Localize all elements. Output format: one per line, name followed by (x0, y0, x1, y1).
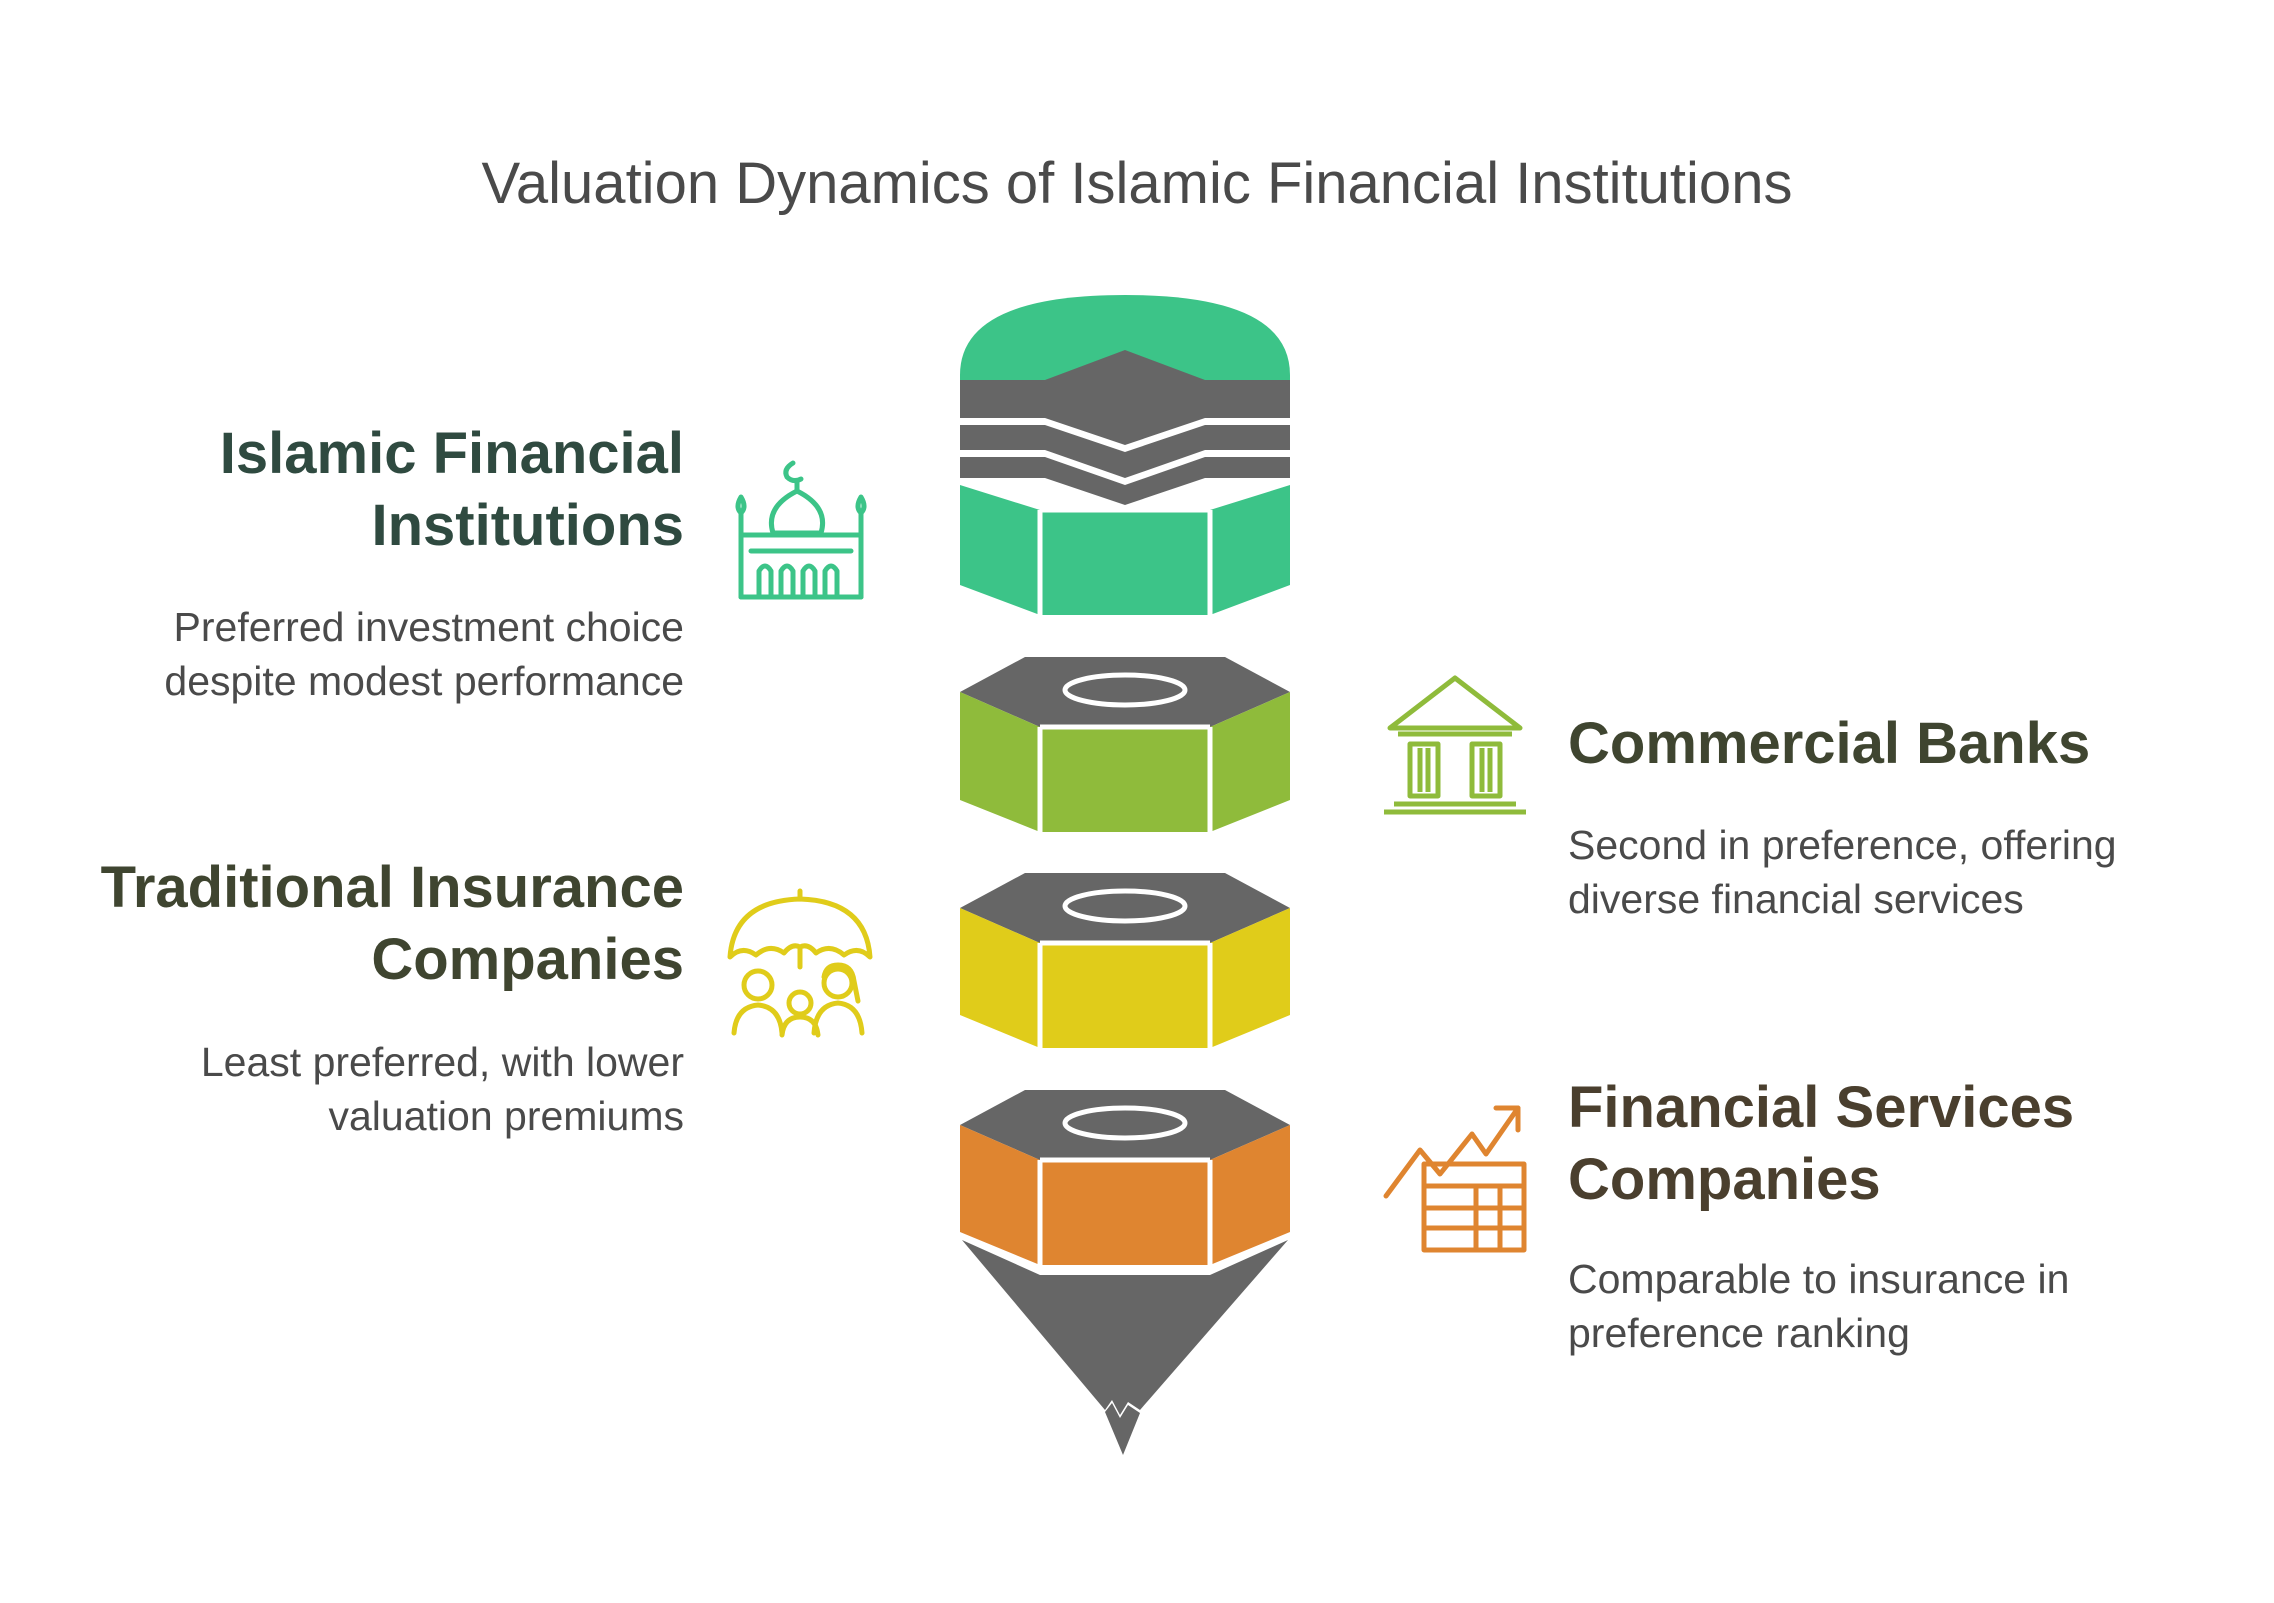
islamic-desc-line-2: despite modest performance (164, 658, 684, 704)
banks-heading: Commercial Banks (1568, 708, 2248, 780)
ferrule-band-1 (960, 350, 1290, 445)
insurance-desc-line-2: valuation premiums (328, 1093, 685, 1139)
islamic-heading-line-1: Islamic Financial (219, 421, 684, 486)
islamic-heading-line-2: Institutions (371, 493, 684, 558)
banks-desc-line-2: diverse financial services (1568, 876, 2024, 922)
segment-banks (960, 657, 1290, 832)
segment-islamic (960, 295, 1290, 615)
mosque-icon (735, 460, 867, 600)
islamic-desc-line-1: Preferred investment choice (173, 604, 684, 650)
financial-services-desc-line-2: preference ranking (1568, 1310, 1910, 1356)
financial-services-heading-line-2: Companies (1568, 1147, 1881, 1212)
insurance-description: Least preferred, with lower valuation pr… (0, 1035, 684, 1143)
eraser-cap (960, 295, 1290, 380)
insurance-heading-line-1: Traditional Insurance (100, 855, 684, 920)
islamic-description: Preferred investment choice despite mode… (34, 600, 684, 708)
segment-financial-services (960, 1090, 1290, 1265)
banks-desc-line-1: Second in preference, offering (1568, 822, 2117, 868)
bank-icon (1384, 675, 1526, 815)
umbrella-family-icon (727, 888, 873, 1038)
islamic-heading: Islamic Financial Institutions (34, 418, 684, 562)
insurance-heading-line-2: Companies (371, 927, 684, 992)
chart-table-icon (1383, 1105, 1527, 1253)
segment-insurance (960, 873, 1290, 1048)
insurance-heading: Traditional Insurance Companies (0, 852, 684, 996)
pencil-tip (962, 1240, 1288, 1415)
pencil-lead (1105, 1403, 1140, 1455)
page-title: Valuation Dynamics of Islamic Financial … (481, 151, 1793, 216)
financial-services-desc-line-1: Comparable to insurance in (1568, 1256, 2070, 1302)
ferrule-band-2 (960, 425, 1290, 478)
banks-description: Second in preference, offering diverse f… (1568, 818, 2248, 926)
insurance-desc-line-1: Least preferred, with lower (200, 1039, 684, 1085)
financial-services-description: Comparable to insurance in preference ra… (1568, 1252, 2248, 1360)
financial-services-heading: Financial Services Companies (1568, 1072, 2248, 1216)
financial-services-heading-line-1: Financial Services (1568, 1075, 2075, 1140)
ferrule-band-3 (960, 457, 1290, 505)
banks-heading-line-1: Commercial Banks (1568, 711, 2091, 776)
